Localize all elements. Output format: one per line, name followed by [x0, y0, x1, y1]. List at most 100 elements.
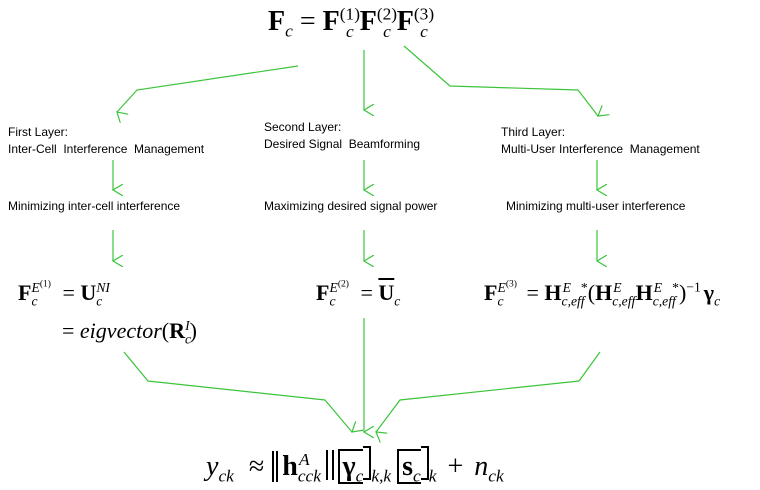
arrow-layer1-to-bottom: [123, 351, 352, 432]
layer1-title-line2: Inter-Cell Interference Management: [8, 142, 205, 156]
l1-R-sup: I: [185, 317, 190, 333]
l1-F-sub: c: [31, 293, 38, 309]
l1-eigvector: eigvector: [79, 318, 162, 343]
layer3-title-line1: Third Layer:: [501, 125, 566, 139]
l2-F-sup-E: E: [329, 279, 338, 295]
layer3-title-line2: Multi-User Interference Management: [501, 142, 700, 156]
l1-equals: =: [62, 280, 75, 305]
bottom-bracket-gamma: γc: [337, 449, 364, 486]
top-F3: F: [396, 6, 414, 37]
top-lhs-F: F: [268, 6, 286, 37]
l3-equals: =: [526, 280, 539, 305]
l1-R: R: [169, 318, 185, 343]
bottom-s-sub: c: [413, 466, 421, 486]
l3-H2-sup: E: [613, 279, 622, 295]
l2-F-sup-idx: (2): [337, 278, 349, 290]
bottom-approx: ≈: [248, 451, 265, 482]
bottom-bracket-gamma-close: [363, 446, 372, 480]
layer1-formula-line2: = eigvector(RcI): [62, 317, 197, 347]
l2-U-bar: U: [378, 280, 395, 305]
l3-H1-star: *: [580, 279, 588, 295]
l1-F-sup-E: E: [31, 279, 40, 295]
top-F1: F: [322, 6, 340, 37]
bottom-gamma-kk: k,k: [371, 466, 392, 486]
layer2-title: Second Layer: Desired Signal Beamforming: [264, 119, 420, 153]
bottom-n: n: [474, 451, 489, 482]
arrow-top-to-layer3: [403, 45, 598, 116]
arrow-group: [113, 45, 601, 432]
l3-open-paren: (: [587, 280, 596, 305]
layer3-title: Third Layer: Multi-User Interference Man…: [501, 124, 700, 158]
l3-F-sup-E: E: [497, 279, 506, 295]
l3-H1-sub: c,eff: [561, 293, 585, 309]
l3-H2: H: [595, 280, 613, 305]
bottom-s: s: [402, 451, 414, 482]
bottom-y-sub: ck: [218, 466, 234, 486]
l2-F-sub: c: [329, 293, 336, 309]
bottom-gamma-sub: c: [355, 466, 364, 486]
l1-open-paren: (: [161, 318, 170, 343]
bottom-gamma: γ: [342, 451, 356, 482]
l3-H3: H: [635, 280, 653, 305]
bottom-n-sub: ck: [488, 466, 504, 486]
bottom-s-k: k: [428, 466, 437, 486]
l3-F-sup-idx: (3): [505, 278, 517, 290]
l2-F: F: [316, 280, 330, 305]
l3-H3-star: *: [672, 279, 679, 295]
l3-gamma-sub: c: [714, 293, 721, 309]
top-F3-sup: (3): [413, 4, 435, 24]
layer2-goal: Maximizing desired signal power: [264, 199, 438, 213]
bottom-norm-close: [325, 450, 334, 480]
top-equals: =: [299, 6, 316, 37]
l2-U-sub: c: [394, 293, 401, 309]
l1-U-sup: NI: [96, 279, 110, 295]
layer1-title: First Layer: Inter-Cell Interference Man…: [8, 124, 204, 158]
layer2-formula: FcE(2) = Uc: [316, 278, 401, 309]
l1-F: F: [18, 280, 32, 305]
l1-equals-2: =: [62, 318, 75, 343]
layer2-title-line2: Desired Signal Beamforming: [264, 137, 421, 151]
bottom-plus: +: [447, 451, 464, 482]
bottom-norm-open: hcckA: [272, 449, 321, 485]
bottom-h: h: [282, 451, 298, 482]
bottom-y: y: [206, 451, 219, 482]
layer3-goal: Minimizing multi-user interference: [506, 199, 686, 213]
top-F2: F: [359, 6, 377, 37]
l3-H3-sup: E: [653, 279, 663, 295]
l1-R-sub: c: [185, 331, 192, 347]
top-F2-sup: (2): [376, 4, 398, 24]
l2-equals: =: [360, 280, 373, 305]
layer1-formula-line1: FcE(1) = UcNI: [18, 278, 110, 309]
arrow-top-to-layer1: [117, 65, 299, 112]
layer2-title-line1: Second Layer:: [264, 120, 342, 134]
l1-U-sub: c: [96, 293, 103, 309]
bottom-h-sup: A: [298, 449, 310, 469]
bottom-bracket-s: sc: [397, 449, 421, 486]
top-F1-sub: c: [345, 21, 354, 41]
top-lhs-sub: c: [285, 21, 293, 41]
l3-H2-sub: c,eff: [612, 293, 636, 309]
l3-H3-sub: c,eff: [652, 293, 676, 309]
l3-gamma: γ: [703, 280, 715, 305]
l3-close-paren: ): [678, 280, 687, 305]
arrow-layer3-to-bottom: [376, 351, 601, 432]
bottom-h-sub: cck: [297, 466, 321, 486]
l1-close-paren: ): [189, 318, 197, 343]
l3-H1-sup: E: [562, 279, 571, 295]
top-F2-sub: c: [383, 21, 391, 41]
layer1-title-line1: First Layer:: [8, 125, 69, 139]
top-F1-sup: (1): [339, 4, 360, 24]
l3-F-sub: c: [497, 293, 504, 309]
layer1-goal: Minimizing inter-cell interference: [8, 199, 181, 213]
l3-H1: H: [544, 280, 562, 305]
bottom-bracket-s-close: [420, 446, 429, 480]
l3-F: F: [484, 280, 498, 305]
l1-F-sup-idx: (1): [39, 278, 51, 290]
l1-U: U: [80, 280, 97, 305]
l3-inverse: −1: [686, 279, 701, 295]
